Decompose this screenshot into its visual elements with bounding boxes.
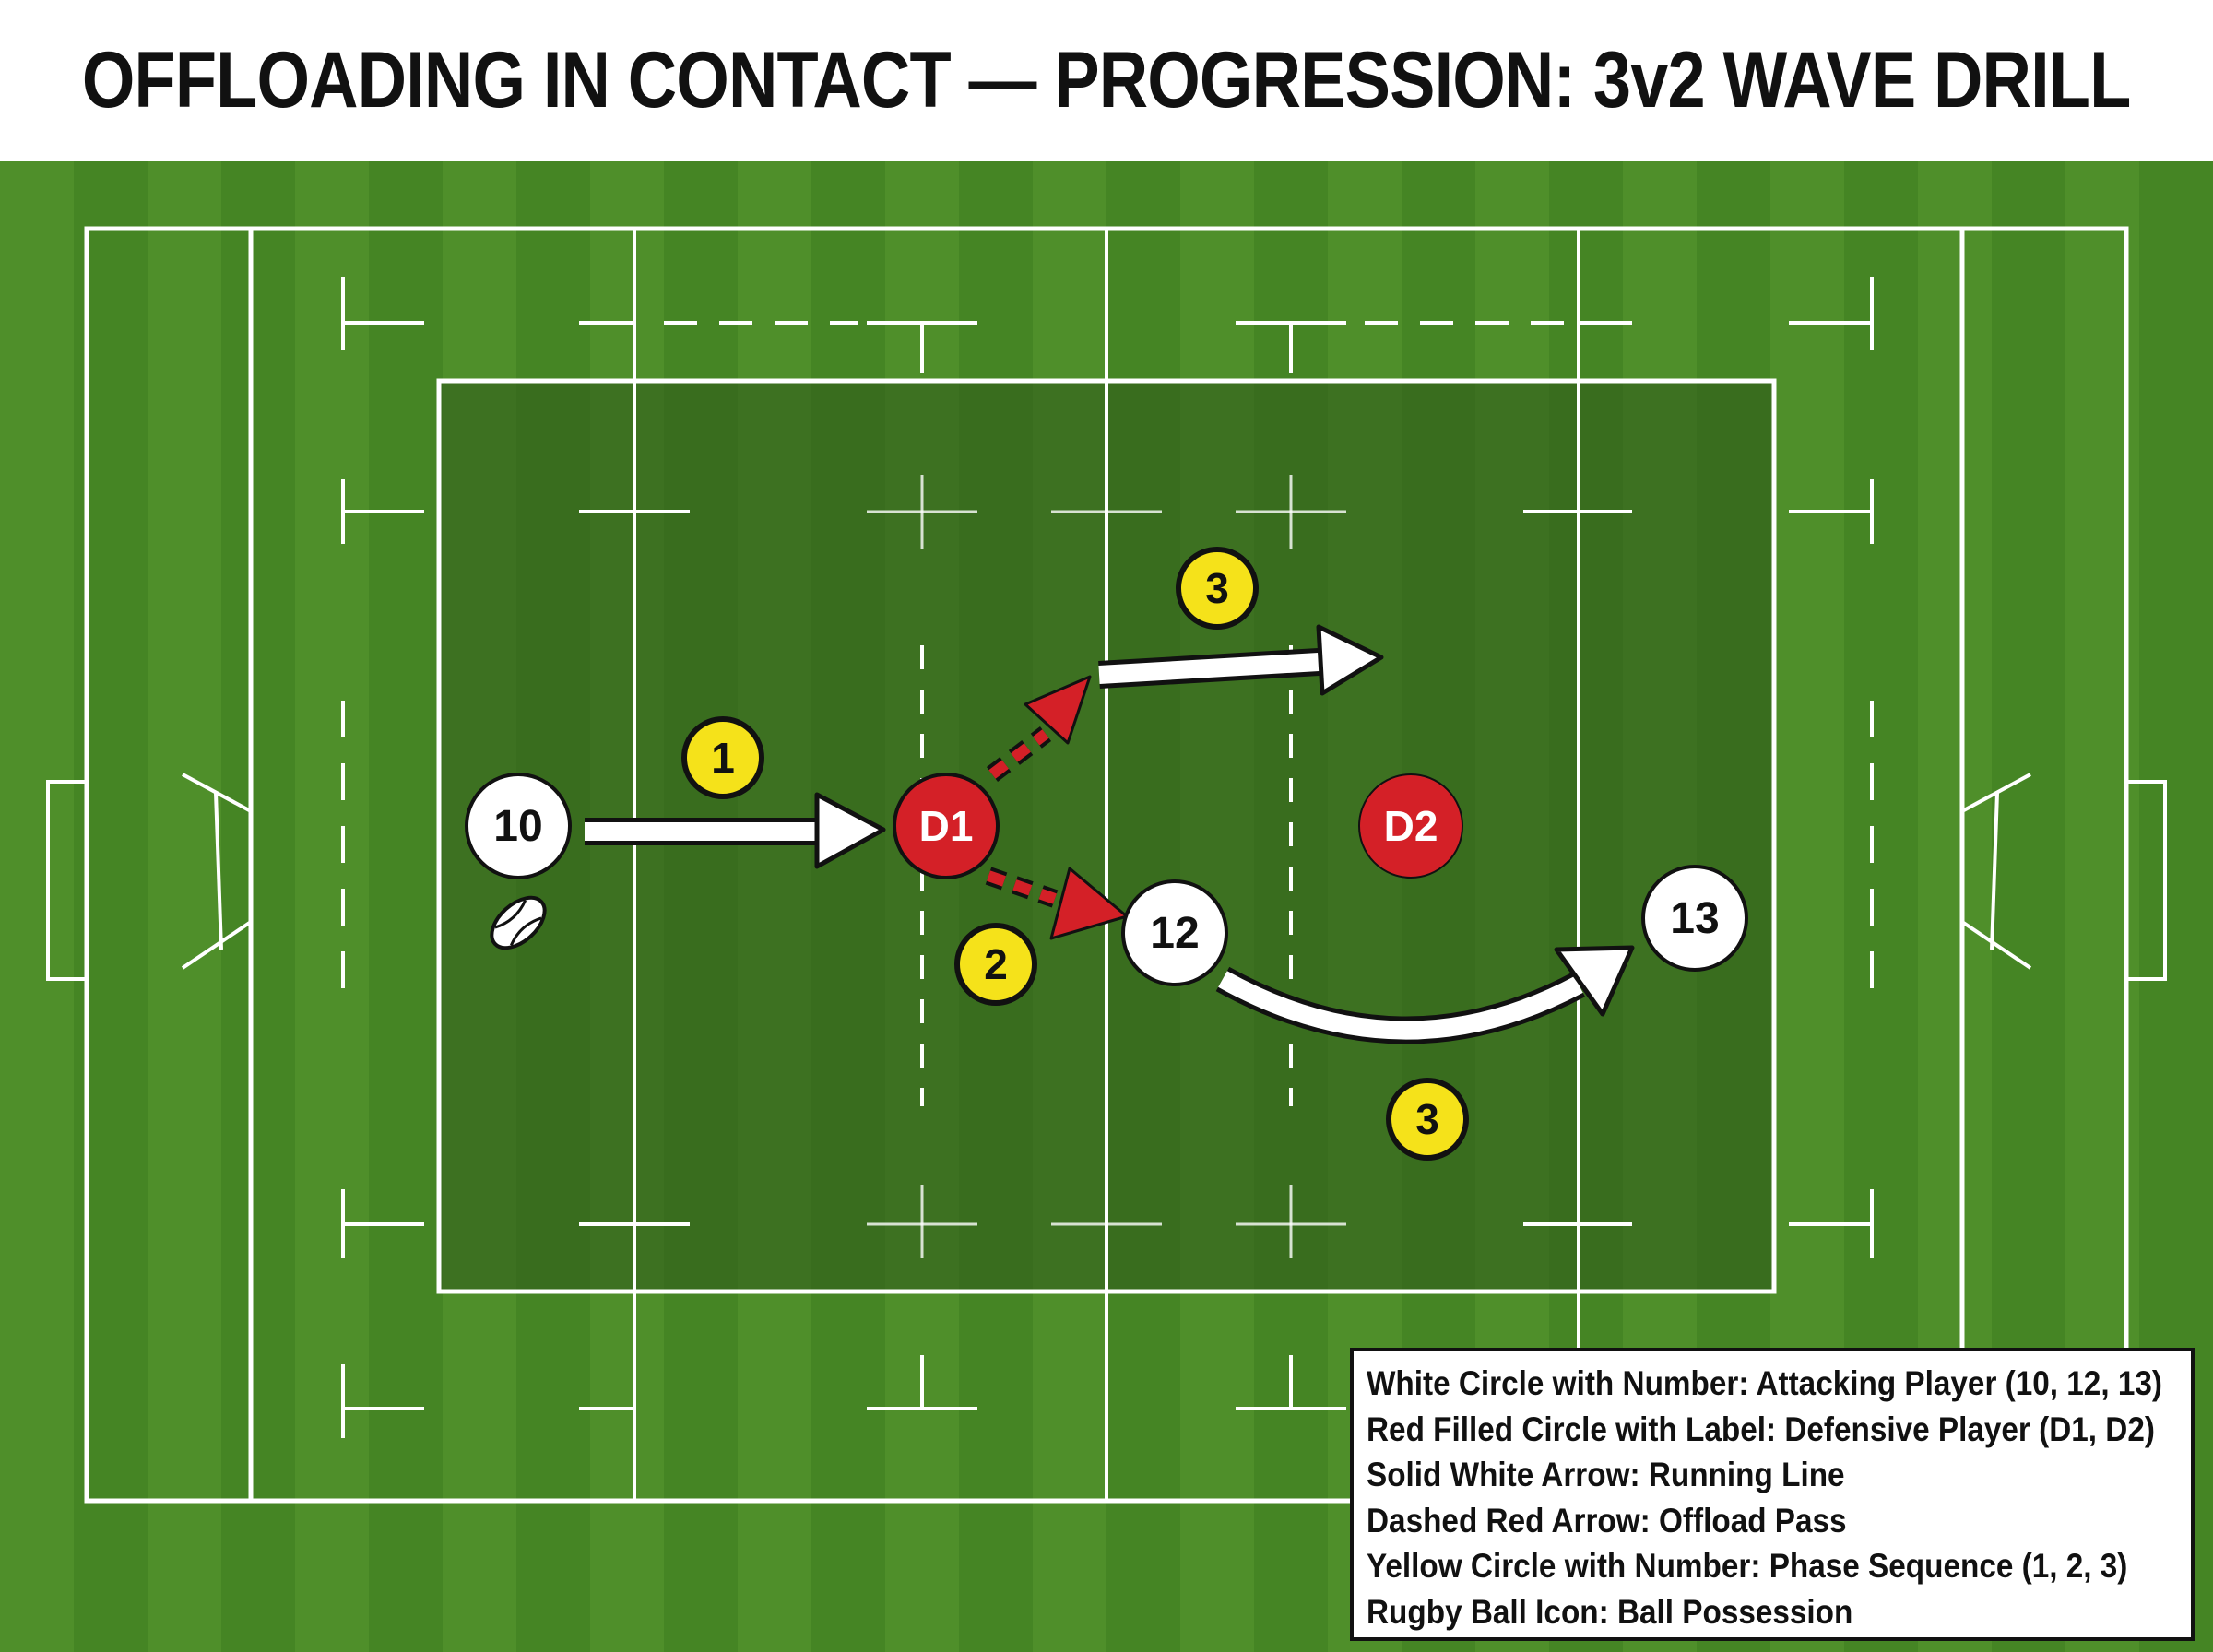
legend-item-phase: Yellow Circle with Number: Phase Sequenc… bbox=[1367, 1547, 2128, 1585]
attacker-13: 13 bbox=[1641, 865, 1748, 972]
legend: White Circle with Number: Attacking Play… bbox=[1350, 1348, 2195, 1641]
svg-text:10: 10 bbox=[493, 802, 542, 851]
svg-text:12: 12 bbox=[1150, 909, 1199, 958]
rugby-pitch: 10 12 13 D1 D2 1 2 3 3 bbox=[0, 161, 2213, 1652]
phase-marker-3-upper: 3 bbox=[1176, 547, 1259, 630]
title-bar: OFFLOADING IN CONTACT — PROGRESSION: 3v2… bbox=[0, 0, 2213, 161]
svg-text:3: 3 bbox=[1205, 564, 1229, 612]
legend-item-running-line: Solid White Arrow: Running Line bbox=[1367, 1456, 1845, 1493]
training-zone-border bbox=[436, 378, 1777, 1294]
phase-marker-1: 1 bbox=[681, 716, 764, 799]
svg-text:D2: D2 bbox=[1384, 802, 1438, 850]
offload-arrow-upper bbox=[986, 675, 1092, 782]
goal-posts-right bbox=[1960, 773, 2032, 970]
legend-item-attacker: White Circle with Number: Attacking Play… bbox=[1367, 1364, 2162, 1402]
rugby-ball-icon bbox=[490, 895, 547, 950]
offload-arrow-lower bbox=[985, 867, 1129, 940]
svg-text:D1: D1 bbox=[919, 802, 974, 850]
attacker-10: 10 bbox=[465, 773, 572, 879]
goal-posts-left bbox=[181, 773, 253, 970]
defender-d1: D1 bbox=[893, 773, 1000, 879]
svg-text:3: 3 bbox=[1415, 1095, 1439, 1143]
running-arrow-upper bbox=[1098, 624, 1384, 696]
page-title: OFFLOADING IN CONTACT — PROGRESSION: 3v2… bbox=[82, 36, 2131, 124]
svg-text:13: 13 bbox=[1670, 894, 1719, 943]
running-arrow-12-to-13 bbox=[1215, 945, 1635, 1044]
legend-item-offload-pass: Dashed Red Arrow: Offload Pass bbox=[1367, 1501, 1847, 1540]
in-goal-box-right bbox=[2124, 780, 2167, 981]
svg-text:1: 1 bbox=[711, 734, 735, 782]
pitch-markings bbox=[46, 226, 2167, 1504]
attacker-12: 12 bbox=[1121, 879, 1228, 986]
svg-text:2: 2 bbox=[984, 940, 1008, 988]
defender-d2: D2 bbox=[1358, 773, 1463, 879]
in-goal-box-left bbox=[46, 780, 89, 981]
running-arrow-10-to-d1 bbox=[585, 792, 886, 869]
phase-marker-2: 2 bbox=[954, 923, 1037, 1006]
phase-marker-3-lower: 3 bbox=[1386, 1078, 1469, 1161]
legend-item-defender: Red Filled Circle with Label: Defensive … bbox=[1367, 1410, 2155, 1448]
legend-item-ball: Rugby Ball Icon: Ball Possession bbox=[1367, 1592, 1853, 1631]
